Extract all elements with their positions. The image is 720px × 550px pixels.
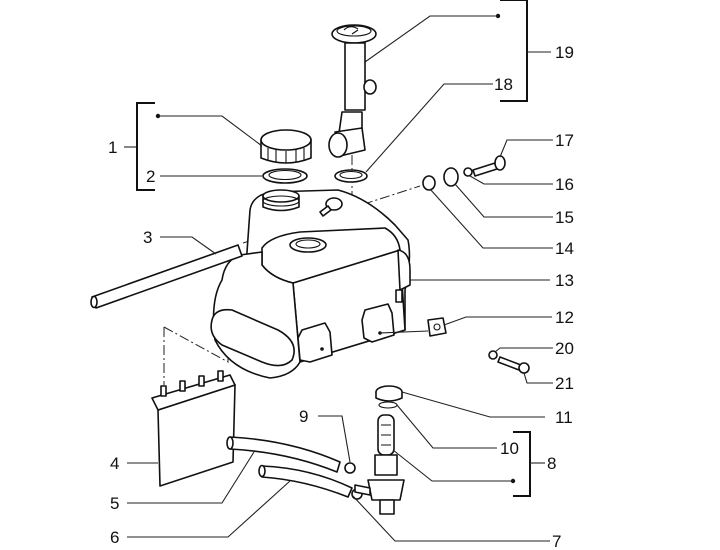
- callout-10: 10: [500, 439, 519, 458]
- tap-ring-nut: [375, 385, 403, 409]
- callout-4: 4: [110, 454, 119, 473]
- leader-lines: [124, 13, 553, 542]
- callout-17: 17: [555, 131, 574, 150]
- callout-5: 5: [110, 494, 119, 513]
- callout-13: 13: [555, 271, 574, 290]
- callout-18: 18: [494, 75, 513, 94]
- heat-shield: [151, 370, 236, 487]
- callout-21: 21: [555, 374, 574, 393]
- shield-studs: [160, 370, 224, 397]
- callout-11: 11: [555, 408, 573, 427]
- callout-6: 6: [110, 528, 119, 547]
- vent-hose: [90, 244, 243, 309]
- fuel-hoses: [226, 436, 353, 498]
- mount-screw: [488, 350, 530, 374]
- callout-20: 20: [555, 339, 574, 358]
- sender-gasket: [334, 169, 368, 183]
- callout-16: 16: [555, 175, 574, 194]
- fuel-cap: [260, 129, 312, 164]
- bracket-8: [513, 431, 531, 497]
- callout-14: 14: [555, 239, 574, 258]
- callout-labels: 1 2 3 4 5 6 7 8 9 10 11 12 13 14 15 16 1…: [108, 43, 574, 550]
- bracket-19: [500, 0, 528, 102]
- fuel-tank: [210, 189, 411, 379]
- fuel-tap: [354, 414, 405, 515]
- callout-1: 1: [108, 138, 117, 157]
- callout-15: 15: [555, 208, 574, 227]
- callout-7: 7: [552, 532, 561, 550]
- callout-2: 2: [146, 167, 155, 186]
- callout-19: 19: [555, 43, 574, 62]
- vent-fasteners: [422, 155, 506, 191]
- callout-3: 3: [143, 228, 152, 247]
- callout-12: 12: [555, 308, 574, 327]
- fuel-level-sender: [328, 24, 377, 158]
- cap-gasket: [262, 168, 308, 184]
- clip-nut: [427, 317, 447, 337]
- callout-8: 8: [547, 454, 556, 473]
- callout-9: 9: [299, 407, 308, 426]
